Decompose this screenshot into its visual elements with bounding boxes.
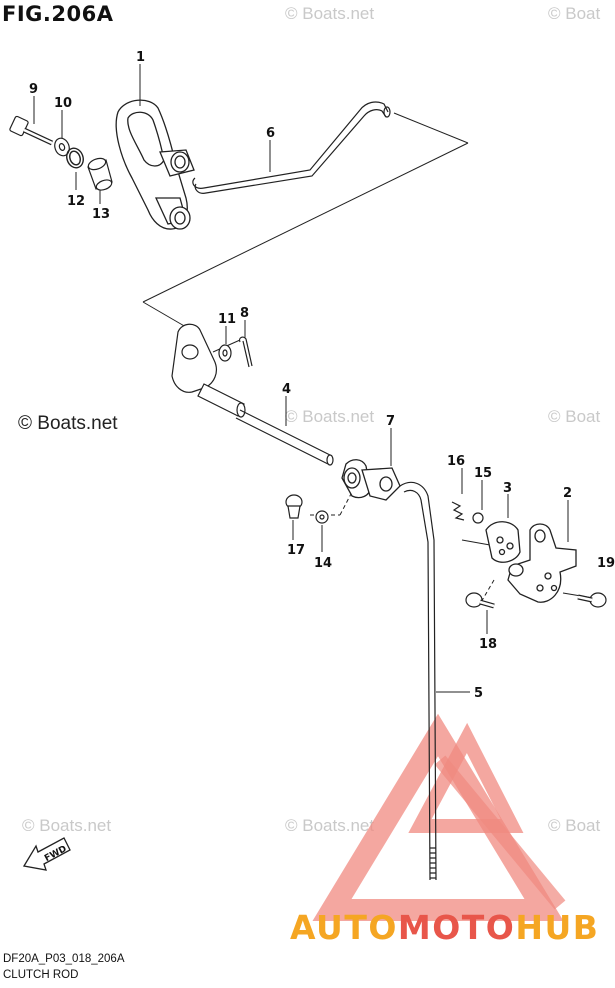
watermark-bottom-right: © Boat [548,816,601,835]
watermark-bottom-center: © Boats.net [285,816,375,835]
callout-16: 16 [447,454,465,469]
watermark-mid-center: © Boats.net [285,407,375,426]
part-6-link-rod [192,101,391,194]
part-4-clutch-shaft [171,323,334,466]
figure-name: CLUTCH ROD [3,969,79,981]
callout-7: 7 [386,414,395,429]
part-18-bolt [465,592,495,609]
figure-title: FIG.206A [2,2,114,26]
figure-code: DF20A_P03_018_206A [3,953,125,965]
logo-triangle-graphic [312,713,566,921]
callout-labels: 1 2 3 4 5 6 7 8 9 10 11 12 13 14 15 16 1… [29,50,615,701]
logo-part-moto: MOTO [397,908,516,947]
part-17-bolt [285,494,303,519]
part-15-ball [472,512,484,524]
watermark-top-center: © Boats.net [285,4,375,23]
watermark-top-right: © Boat [548,4,601,23]
callout-14: 14 [314,556,332,571]
callout-9: 9 [29,82,38,97]
watermark-bottom-left: © Boats.net [22,816,112,835]
part-1-clutch-lever [115,99,195,230]
callout-17: 17 [287,543,305,558]
callout-8: 8 [240,306,249,321]
part-14-washer [315,510,329,524]
part-3-cam [485,521,521,563]
callout-1: 1 [136,50,145,65]
fwd-arrow-icon: FWD [22,837,71,871]
callout-6: 6 [266,126,275,141]
part-7-lever [341,459,401,501]
part-11-washer [218,344,232,362]
leader-lines [33,64,569,693]
callout-2: 2 [563,486,572,501]
part-5-long-rod [399,481,437,881]
callout-11: 11 [218,312,236,327]
logo-part-auto: AUTO [290,908,398,947]
part-2-shift-bracket [507,523,577,603]
callout-5: 5 [474,686,483,701]
logo-part-hub: HUB [515,908,600,947]
part-16-spring [451,501,465,521]
watermark-main: © Boats.net [18,413,118,434]
callout-4: 4 [282,382,291,397]
callout-10: 10 [54,96,72,111]
part-12-ring [66,147,84,169]
callout-13: 13 [92,207,110,222]
callout-18: 18 [479,637,497,652]
logo-wordmark: AUTOMOTOHUB [290,908,599,947]
callout-19: 19 [597,556,615,571]
part-10-washer [54,137,70,157]
part-19-bolt [577,592,607,608]
part-9-bolt [9,115,54,146]
callout-3: 3 [503,481,512,496]
callout-15: 15 [474,466,492,481]
part-13-collar [87,157,113,191]
watermark-mid-right: © Boat [548,407,601,426]
callout-12: 12 [67,194,85,209]
part-8-cotter-pin [238,336,253,368]
